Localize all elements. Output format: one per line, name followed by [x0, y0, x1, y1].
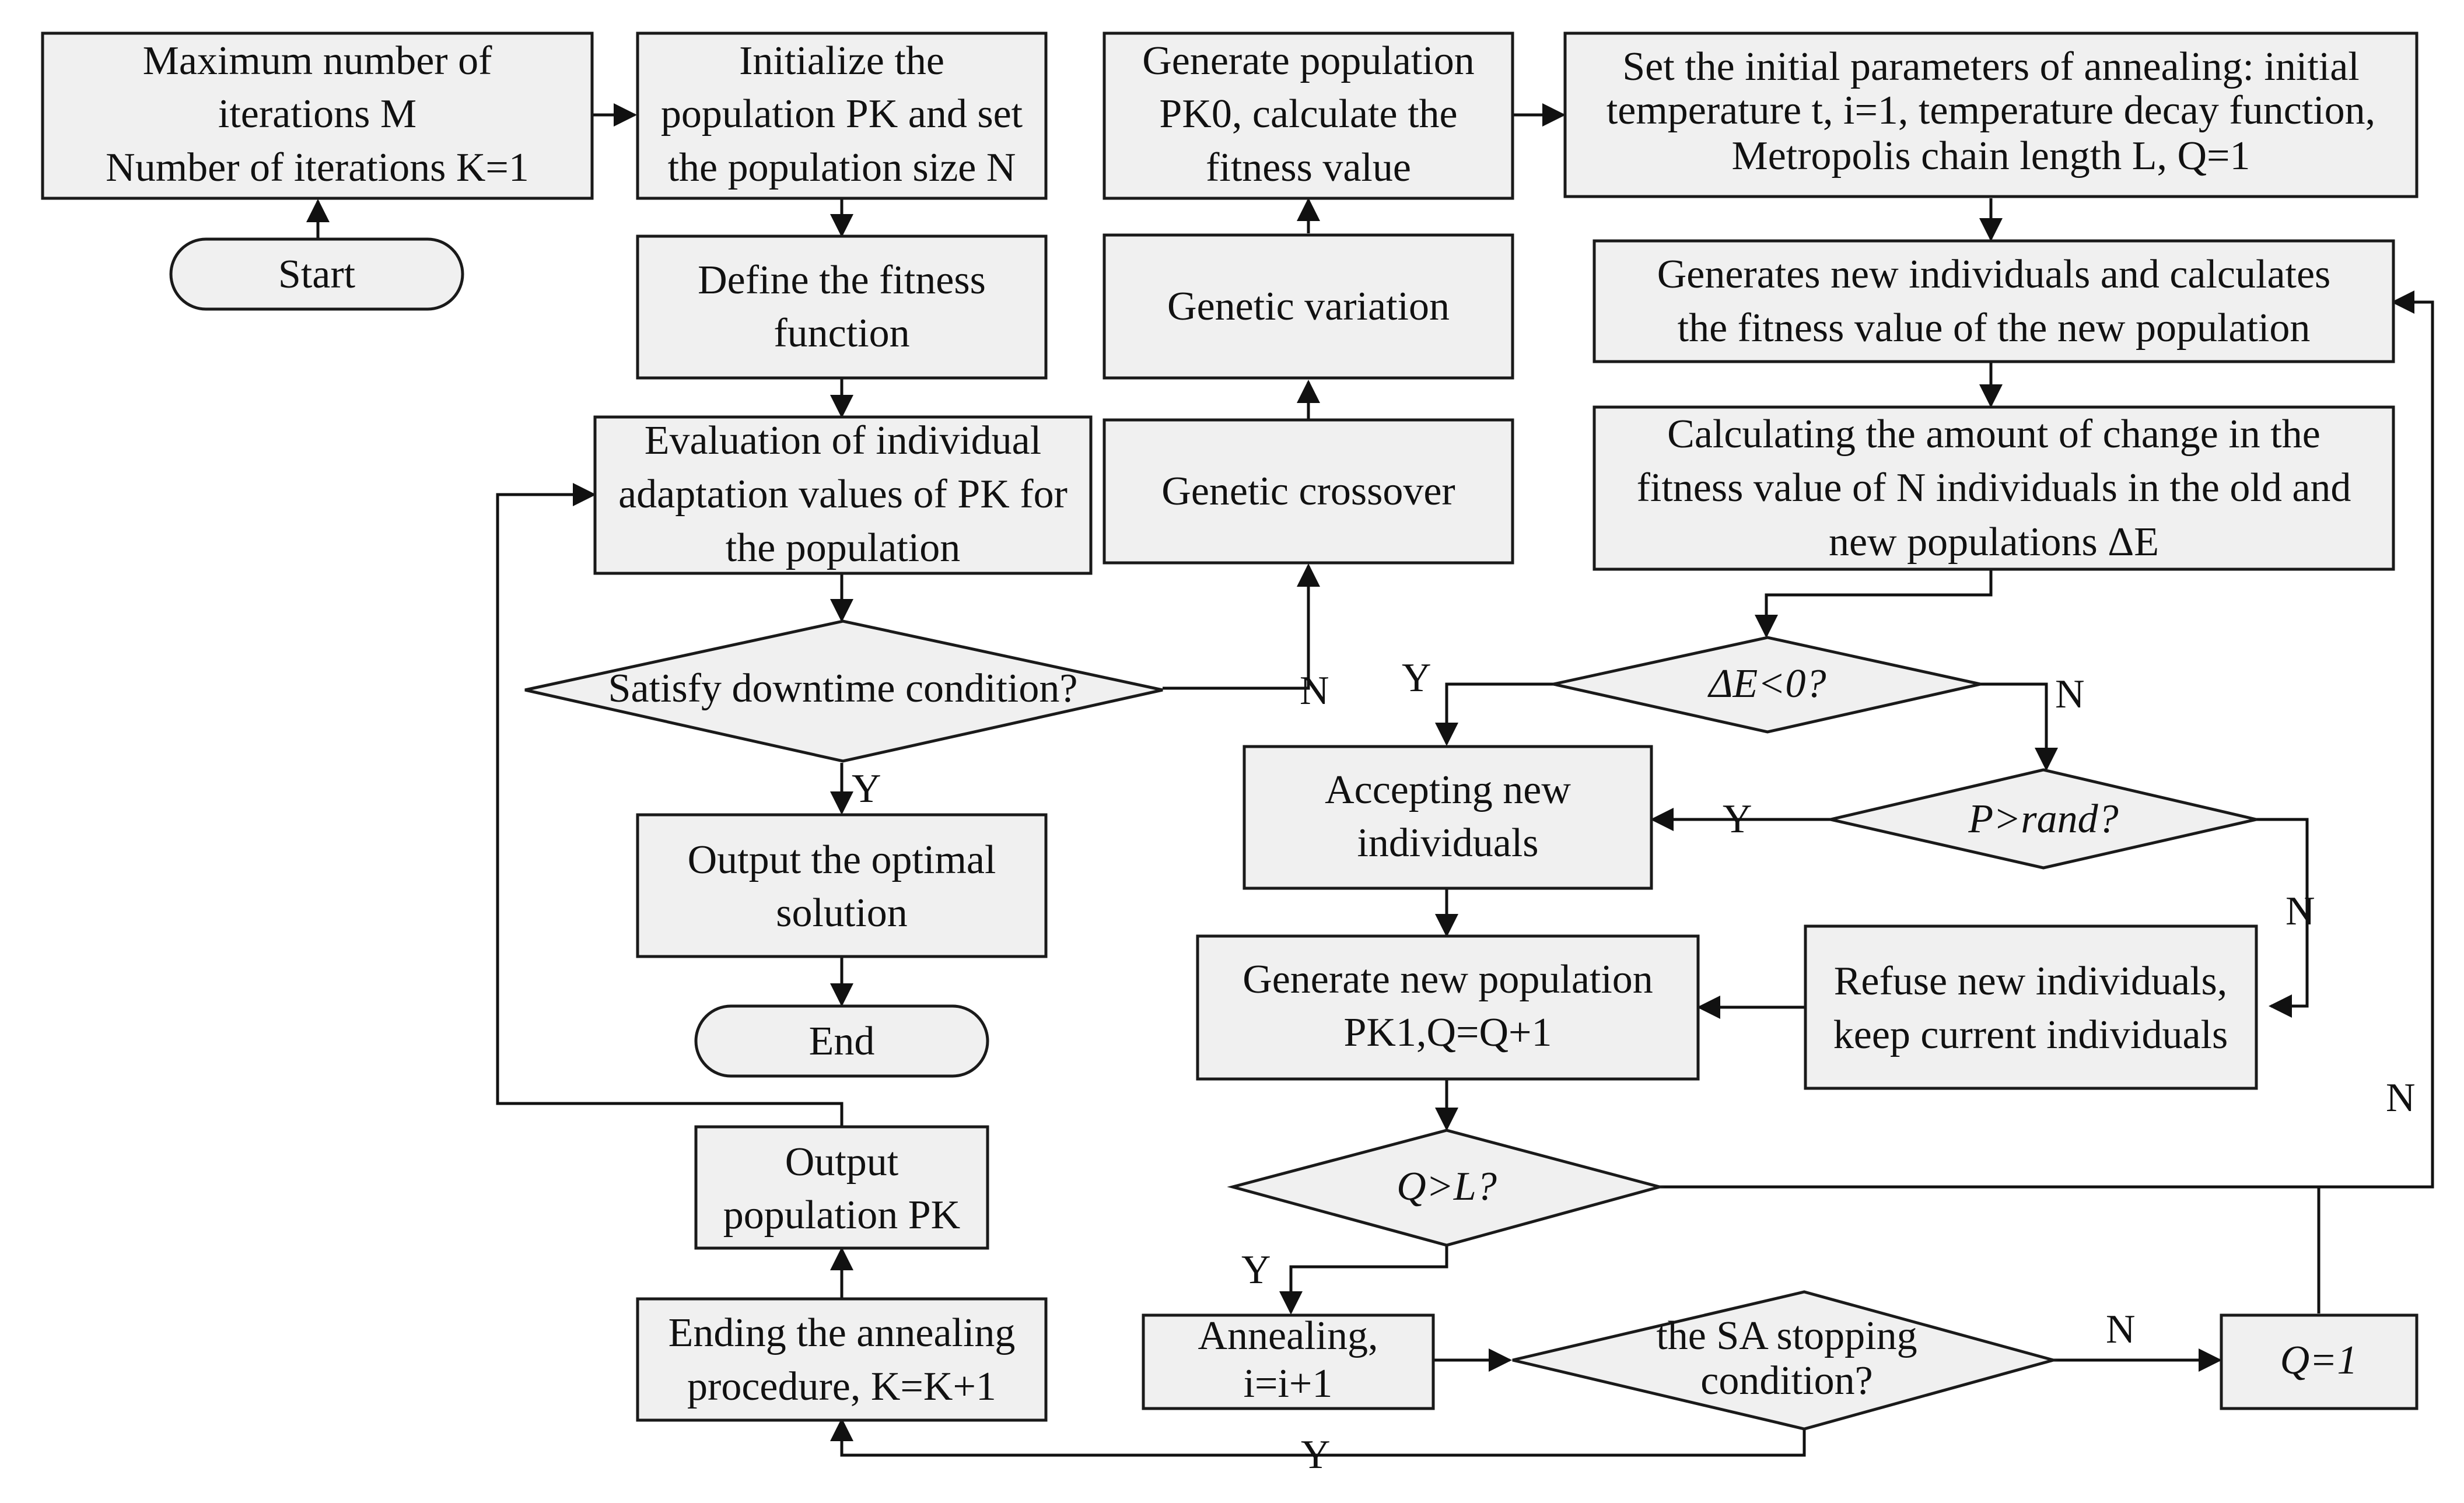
- sa-params-line1: Set the initial parameters of annealing:…: [1622, 44, 2360, 89]
- node-q-condition: Q>L?: [1227, 1129, 1665, 1247]
- arrow-calc-to-de: [1755, 570, 1993, 638]
- p-rand-label: P>rand?: [1968, 797, 2118, 842]
- evaluation-line2: adaptation values of PK for: [618, 472, 1068, 517]
- end-anneal-line2: procedure, K=K+1: [687, 1364, 996, 1409]
- satisfy-label: Satisfy downtime condition?: [608, 666, 1078, 711]
- q-cond-label: Q>L?: [1396, 1164, 1497, 1209]
- arrow-q-no-to-gennew: [1660, 290, 2434, 1189]
- prand-no-label: N: [2286, 889, 2315, 934]
- calc-change-line1: Calculating the amount of change in the: [1667, 412, 2320, 457]
- gen-pop-line2: PK0, calculate the: [1159, 92, 1457, 136]
- node-end: End: [694, 1004, 989, 1078]
- output-pk-line2: population PK: [723, 1193, 960, 1238]
- max-iter-line2: iterations M: [218, 92, 416, 136]
- de-yes-label: Y: [1402, 656, 1432, 700]
- gen-pop-line1: Generate population: [1142, 38, 1475, 83]
- sa-stop-line1: the SA stopping: [1656, 1313, 1917, 1358]
- node-generate-new-individuals: Generates new individuals and calculates…: [1592, 239, 2395, 363]
- node-accept-individuals: Accepting new individuals: [1242, 745, 1653, 890]
- gen-new-pop-line1: Generate new population: [1242, 957, 1653, 1002]
- output-opt-line2: solution: [776, 891, 908, 936]
- accept-line2: individuals: [1357, 821, 1538, 866]
- branch-labels: N Y Y N Y N Y N N Y: [852, 656, 2416, 1477]
- calc-change-line2: fitness value of N individuals in the ol…: [1637, 465, 2351, 510]
- node-init-pop: Initialize the population PK and set the…: [636, 31, 1048, 200]
- arrow-satisfy-no-to-crossover: [1163, 563, 1320, 690]
- sa-yes-label: Y: [1301, 1432, 1331, 1477]
- evaluation-line1: Evaluation of individual: [645, 418, 1041, 463]
- sa-no-label: N: [2106, 1307, 2136, 1352]
- gen-new-line1: Generates new individuals and calculates: [1657, 252, 2331, 297]
- q-yes-label: Y: [1241, 1248, 1271, 1292]
- node-output-pk: Output population PK: [694, 1125, 989, 1250]
- init-pop-line3: the population size N: [668, 145, 1016, 190]
- node-max-iter: Maximum number of iterations M Number of…: [41, 31, 594, 200]
- gen-pop-line3: fitness value: [1206, 145, 1411, 190]
- connectors: [306, 103, 2434, 1457]
- node-delta-e-condition: ΔE<0?: [1553, 636, 1981, 734]
- crossover-label: Genetic crossover: [1161, 469, 1455, 514]
- q-reset-label: Q=1: [2280, 1338, 2358, 1383]
- output-pk-line1: Output: [785, 1140, 899, 1185]
- arrow-outputpk-to-eval: [496, 483, 844, 1126]
- node-q-reset: Q=1: [2220, 1313, 2418, 1410]
- end-anneal-line1: Ending the annealing: [668, 1311, 1016, 1355]
- node-end-annealing: Ending the annealing procedure, K=K+1: [636, 1297, 1048, 1422]
- q-no-label: N: [2386, 1075, 2416, 1120]
- arrow-de-no-to-prand: [1980, 682, 2058, 771]
- satisfy-no-label: N: [1300, 668, 1329, 713]
- arrow-q-yes-to-annealing: [1279, 1246, 1448, 1315]
- end-label: End: [809, 1019, 875, 1064]
- output-opt-line1: Output the optimal: [688, 838, 996, 882]
- node-fitness-function: Define the fitness function: [636, 234, 1048, 380]
- calc-change-line3: new populations ΔE: [1829, 520, 2159, 565]
- gen-new-pop-line2: PK1,Q=Q+1: [1343, 1010, 1552, 1055]
- max-iter-line1: Maximum number of: [143, 38, 492, 83]
- node-annealing: Annealing, i=i+1: [1142, 1313, 1435, 1410]
- fitness-fn-line1: Define the fitness: [698, 258, 986, 303]
- sa-params-line2: temperature t, i=1, temperature decay fu…: [1606, 88, 2375, 133]
- satisfy-yes-label: Y: [852, 766, 881, 811]
- node-output-optimal: Output the optimal solution: [636, 813, 1048, 958]
- arrow-prand-no-to-refuse: [2256, 818, 2309, 1018]
- start-label: Start: [278, 252, 356, 297]
- fitness-fn-line2: function: [774, 311, 909, 356]
- arrow-sastop-yes-to-endanneal: [830, 1418, 1806, 1457]
- node-start: Start: [169, 237, 464, 311]
- max-iter-line3: Number of iterations K=1: [106, 145, 529, 190]
- init-pop-line1: Initialize the: [739, 38, 944, 83]
- node-evaluation: Evaluation of individual adaptation valu…: [593, 415, 1093, 575]
- node-calculate-change: Calculating the amount of change in the …: [1592, 405, 2395, 571]
- node-satisfy-condition: Satisfy downtime condition?: [524, 619, 1163, 763]
- node-generate-new-population: Generate new population PK1,Q=Q+1: [1196, 934, 1700, 1081]
- evaluation-line3: the population: [726, 525, 960, 570]
- node-refuse-individuals: Refuse new individuals, keep current ind…: [1804, 924, 2258, 1090]
- sa-stop-line2: condition?: [1700, 1358, 1873, 1403]
- node-sa-parameters: Set the initial parameters of annealing:…: [1563, 31, 2418, 198]
- variation-label: Genetic variation: [1167, 284, 1450, 329]
- annealing-line1: Annealing,: [1198, 1313, 1378, 1358]
- refuse-line2: keep current individuals: [1833, 1012, 2228, 1057]
- arrow-de-yes-to-accept: [1435, 682, 1553, 746]
- node-generate-population: Generate population PK0, calculate the f…: [1102, 31, 1514, 200]
- sa-params-line3: Metropolis chain length L, Q=1: [1731, 134, 2250, 178]
- node-p-rand-condition: P>rand?: [1830, 768, 2257, 870]
- node-genetic-crossover: Genetic crossover: [1102, 418, 1514, 565]
- annealing-line2: i=i+1: [1244, 1361, 1333, 1406]
- node-sa-stop-condition: the SA stopping condition?: [1512, 1290, 2059, 1431]
- accept-line1: Accepting new: [1325, 768, 1571, 812]
- node-genetic-variation: Genetic variation: [1102, 233, 1514, 380]
- prand-yes-label: Y: [1723, 797, 1752, 842]
- refuse-line1: Refuse new individuals,: [1834, 959, 2228, 1004]
- gen-new-line2: the fitness value of the new population: [1678, 306, 2311, 351]
- de-no-label: N: [2055, 672, 2085, 717]
- init-pop-line2: population PK and set: [661, 92, 1023, 136]
- de-cond-label: ΔE<0?: [1707, 661, 1826, 706]
